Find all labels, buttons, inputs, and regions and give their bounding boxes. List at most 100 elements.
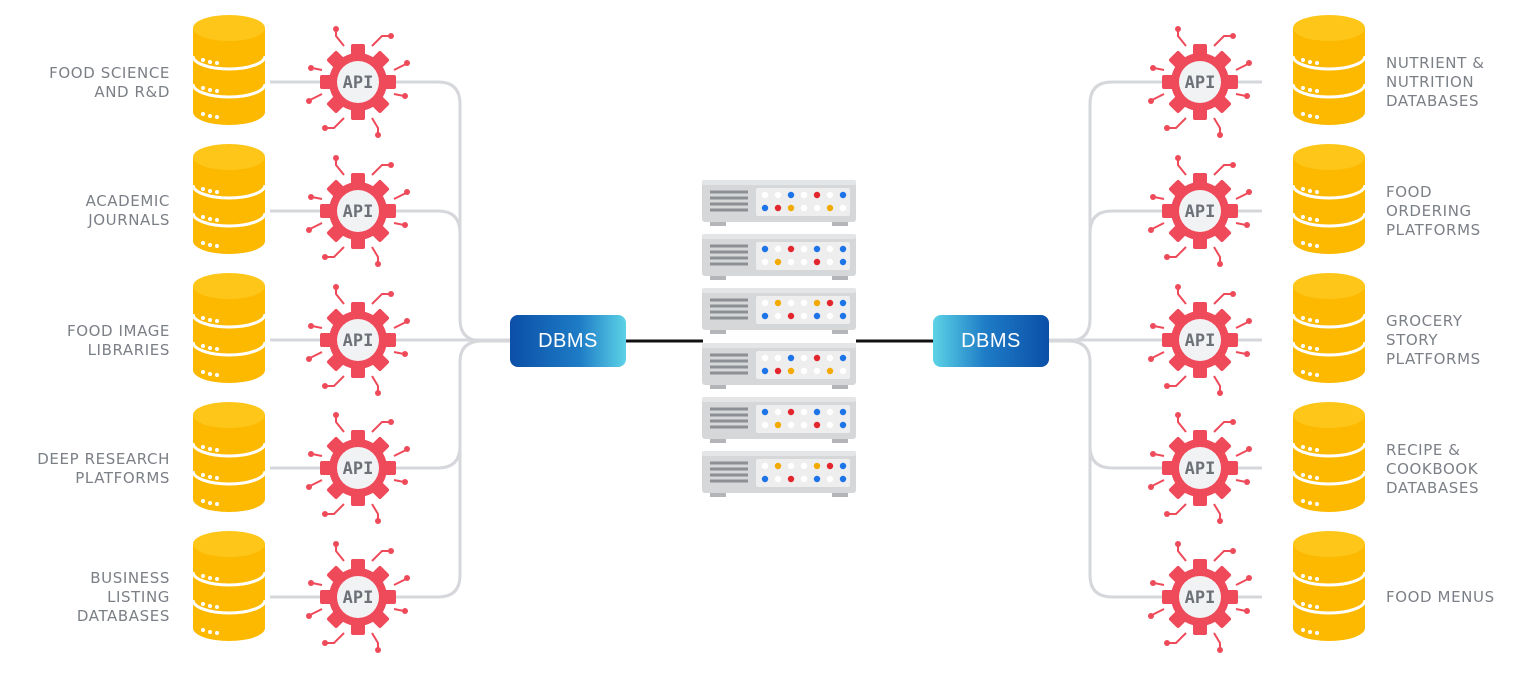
status-led (839, 367, 847, 375)
left-source-label-2: ACADEMIC JOURNALS (85, 192, 170, 229)
status-led (813, 408, 821, 416)
server-unit (700, 341, 858, 391)
status-led (800, 354, 808, 362)
left-source-label-5: BUSINESS LISTING DATABASES (76, 569, 170, 625)
status-led (813, 245, 821, 253)
status-led (813, 204, 821, 212)
status-led (761, 421, 769, 429)
status-led (800, 367, 808, 375)
status-led (787, 475, 795, 483)
api-label: API (1185, 459, 1216, 479)
status-led (839, 312, 847, 320)
status-led (761, 204, 769, 212)
status-led (787, 245, 795, 253)
status-led (774, 258, 782, 266)
status-led (800, 312, 808, 320)
status-led (800, 408, 808, 416)
status-led (787, 258, 795, 266)
status-led (839, 258, 847, 266)
status-led (813, 367, 821, 375)
api-label: API (1185, 202, 1216, 222)
status-led (839, 408, 847, 416)
database-icon (191, 271, 267, 385)
left-connector-5 (270, 446, 462, 599)
status-led (813, 462, 821, 470)
status-led (800, 191, 808, 199)
status-led (839, 462, 847, 470)
database-icon (1291, 271, 1367, 385)
status-led (800, 299, 808, 307)
status-led (826, 258, 834, 266)
status-led (787, 312, 795, 320)
server-unit (700, 449, 858, 499)
status-led (761, 367, 769, 375)
status-led (774, 408, 782, 416)
status-led (774, 299, 782, 307)
status-led (761, 408, 769, 416)
status-led (813, 475, 821, 483)
server-unit (700, 232, 858, 282)
status-led (761, 245, 769, 253)
right-source-label-1: NUTRIENT & NUTRITION DATABASES (1386, 54, 1485, 110)
right-source-label-2: FOOD ORDERING PLATFORMS (1386, 183, 1481, 239)
status-led (826, 354, 834, 362)
right-connector-4 (1067, 339, 1262, 470)
api-label: API (1185, 331, 1216, 351)
server-unit (700, 178, 858, 228)
status-led (774, 204, 782, 212)
status-led (774, 245, 782, 253)
status-led (787, 408, 795, 416)
status-led (787, 462, 795, 470)
api-label: API (343, 588, 374, 608)
status-led (800, 204, 808, 212)
status-led (774, 367, 782, 375)
right-source-label-5: FOOD MENUS (1386, 588, 1495, 606)
api-label: API (343, 331, 374, 351)
status-led (813, 312, 821, 320)
database-icon (191, 529, 267, 643)
status-led (800, 258, 808, 266)
status-led (839, 421, 847, 429)
status-led (813, 354, 821, 362)
status-led (826, 312, 834, 320)
status-led (813, 299, 821, 307)
status-led (826, 408, 834, 416)
left-source-label-3: FOOD IMAGE LIBRARIES (66, 322, 170, 359)
status-led (826, 462, 834, 470)
status-led (800, 475, 808, 483)
database-icon (1291, 400, 1367, 514)
database-icon (191, 400, 267, 514)
server-unit (700, 395, 858, 445)
api-label: API (343, 202, 374, 222)
database-icon (1291, 529, 1367, 643)
status-led (826, 191, 834, 199)
status-led (800, 245, 808, 253)
status-led (774, 421, 782, 429)
right-connector-5 (1088, 446, 1262, 599)
status-led (826, 245, 834, 253)
status-led (774, 354, 782, 362)
status-led (839, 354, 847, 362)
dbms-box-left: DBMS (510, 315, 626, 367)
server-unit (700, 286, 858, 336)
status-led (826, 204, 834, 212)
right-connector-2 (1088, 209, 1262, 319)
status-led (761, 299, 769, 307)
database-icon (1291, 13, 1367, 127)
database-icon (191, 142, 267, 256)
status-led (839, 475, 847, 483)
status-led (774, 312, 782, 320)
status-led (761, 191, 769, 199)
api-label: API (343, 459, 374, 479)
status-led (774, 191, 782, 199)
right-databases (1291, 13, 1367, 643)
status-led (826, 299, 834, 307)
status-led (774, 475, 782, 483)
dbms-box-right: DBMS (933, 315, 1049, 367)
api-label: API (343, 73, 374, 93)
status-led (787, 204, 795, 212)
status-led (813, 191, 821, 199)
right-source-label-3: GROCERY STORY PLATFORMS (1386, 312, 1481, 368)
left-source-label-1: FOOD SCIENCE AND R&D (49, 64, 170, 101)
server-rack-icon (700, 178, 858, 499)
